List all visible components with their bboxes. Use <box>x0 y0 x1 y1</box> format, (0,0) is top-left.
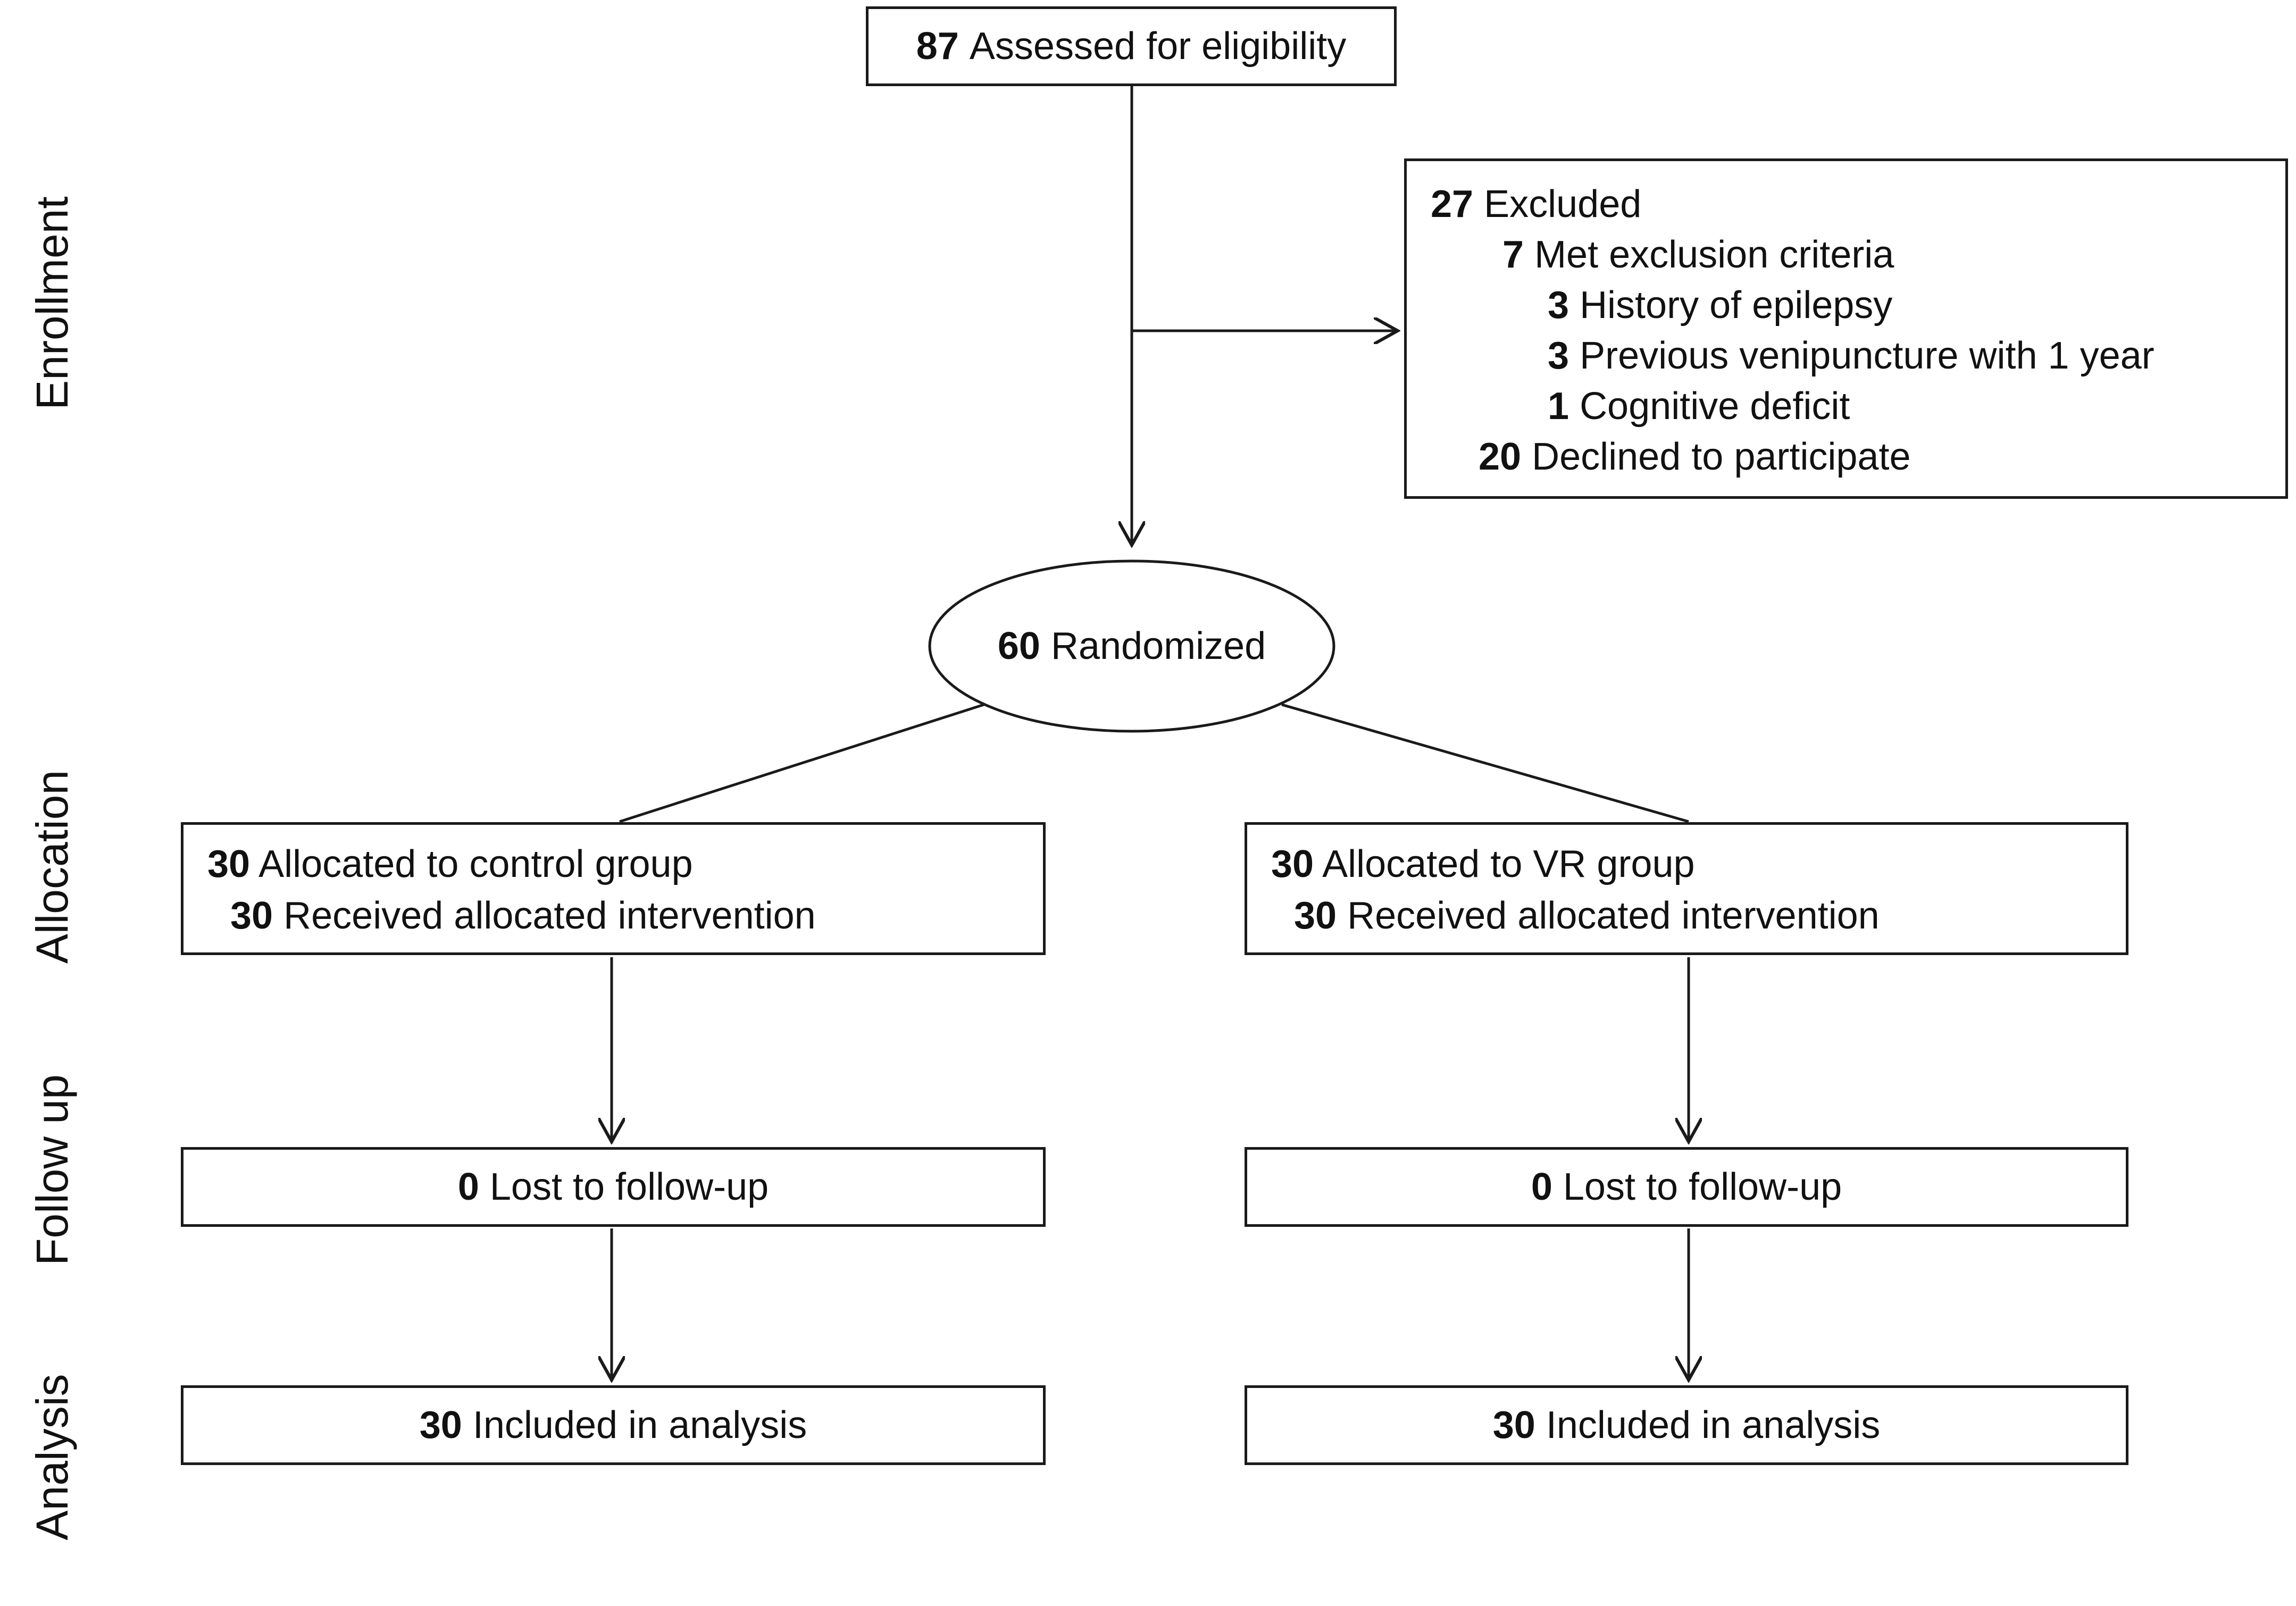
vr-received-line: 30 Received allocated intervention <box>1294 897 1880 935</box>
control-received-count: 30 <box>230 894 273 937</box>
venipuncture-text: Previous venipuncture with 1 year <box>1580 334 2155 377</box>
excluded-text: Excluded <box>1484 183 1642 225</box>
vr-allocated-count: 30 <box>1271 843 1314 885</box>
excluded-cognitive-line: 1 Cognitive deficit <box>1548 387 1850 425</box>
control-received-line: 30 Received allocated intervention <box>230 897 816 935</box>
control-analysed-text: Included in analysis <box>472 1404 807 1446</box>
cognitive-text: Cognitive deficit <box>1580 385 1850 428</box>
vr-allocated-line: 30 Allocated to VR group <box>1271 845 1695 883</box>
epilepsy-text: History of epilepsy <box>1580 284 1893 327</box>
control-lost-count: 0 <box>457 1166 479 1208</box>
branch-line-control <box>619 703 984 823</box>
excluded-venipuncture-line: 3 Previous venipuncture with 1 year <box>1548 337 2155 375</box>
criteria-text: Met exclusion criteria <box>1534 233 1894 276</box>
vr-lost-text: Lost to follow-up <box>1563 1166 1842 1208</box>
vr-analysed-text: Included in analysis <box>1546 1404 1881 1446</box>
control-allocated-count: 30 <box>207 843 251 885</box>
control-allocated-text: Allocated to control group <box>258 843 693 885</box>
assessed-count: 87 <box>916 25 959 68</box>
randomized-text: Randomized <box>1050 625 1266 667</box>
control-followup-box: 0 Lost to follow-up <box>181 1147 1046 1227</box>
declined-text: Declined to participate <box>1532 436 1911 478</box>
assessed-text: Assessed for eligibility <box>969 25 1347 68</box>
vr-allocated-text: Allocated to VR group <box>1322 843 1695 885</box>
control-allocation-box: 30 Allocated to control group 30 Receive… <box>181 822 1046 955</box>
excluded-total-line: 27 Excluded <box>1431 185 1641 223</box>
cognitive-count: 1 <box>1548 385 1569 428</box>
stage-label-enrollment: Enrollment <box>27 196 77 410</box>
stage-label-allocation: Allocation <box>27 769 77 964</box>
control-analysis-box: 30 Included in analysis <box>181 1385 1046 1465</box>
declined-count: 20 <box>1479 436 1522 478</box>
vr-analysis-box: 30 Included in analysis <box>1245 1385 2128 1465</box>
randomized-count: 60 <box>997 625 1040 667</box>
excluded-count: 27 <box>1431 183 1474 225</box>
stage-label-analysis: Analysis <box>27 1374 77 1541</box>
control-allocated-line: 30 Allocated to control group <box>207 845 693 883</box>
branch-line-vr <box>1281 703 1689 823</box>
vr-lost-count: 0 <box>1531 1166 1552 1208</box>
excluded-declined-line: 20 Declined to participate <box>1479 438 1911 476</box>
vr-allocation-box: 30 Allocated to VR group 30 Received all… <box>1245 822 2128 955</box>
vr-analysed-count: 30 <box>1492 1404 1535 1446</box>
venipuncture-count: 3 <box>1548 334 1569 377</box>
vr-followup-box: 0 Lost to follow-up <box>1245 1147 2128 1227</box>
epilepsy-count: 3 <box>1548 284 1569 327</box>
control-analysed-count: 30 <box>419 1404 462 1446</box>
randomized-ellipse <box>928 559 1335 733</box>
excluded-epilepsy-line: 3 History of epilepsy <box>1548 286 1892 324</box>
assessed-box: 87 Assessed for eligibility <box>866 6 1397 86</box>
consort-flow-diagram: Enrollment Allocation Follow up Analysis… <box>0 6 2296 1544</box>
vr-received-count: 30 <box>1294 894 1337 937</box>
criteria-count: 7 <box>1502 233 1524 276</box>
control-received-text: Received allocated intervention <box>283 894 816 937</box>
randomized-label: 60 Randomized <box>936 612 1327 681</box>
control-lost-text: Lost to follow-up <box>489 1166 769 1208</box>
stage-label-followup: Follow up <box>27 1074 77 1266</box>
excluded-box: 27 Excluded 7 Met exclusion criteria 3 H… <box>1404 158 2288 499</box>
excluded-criteria-line: 7 Met exclusion criteria <box>1502 236 1894 274</box>
vr-received-text: Received allocated intervention <box>1347 894 1880 937</box>
connector-lines <box>0 85 2296 1544</box>
